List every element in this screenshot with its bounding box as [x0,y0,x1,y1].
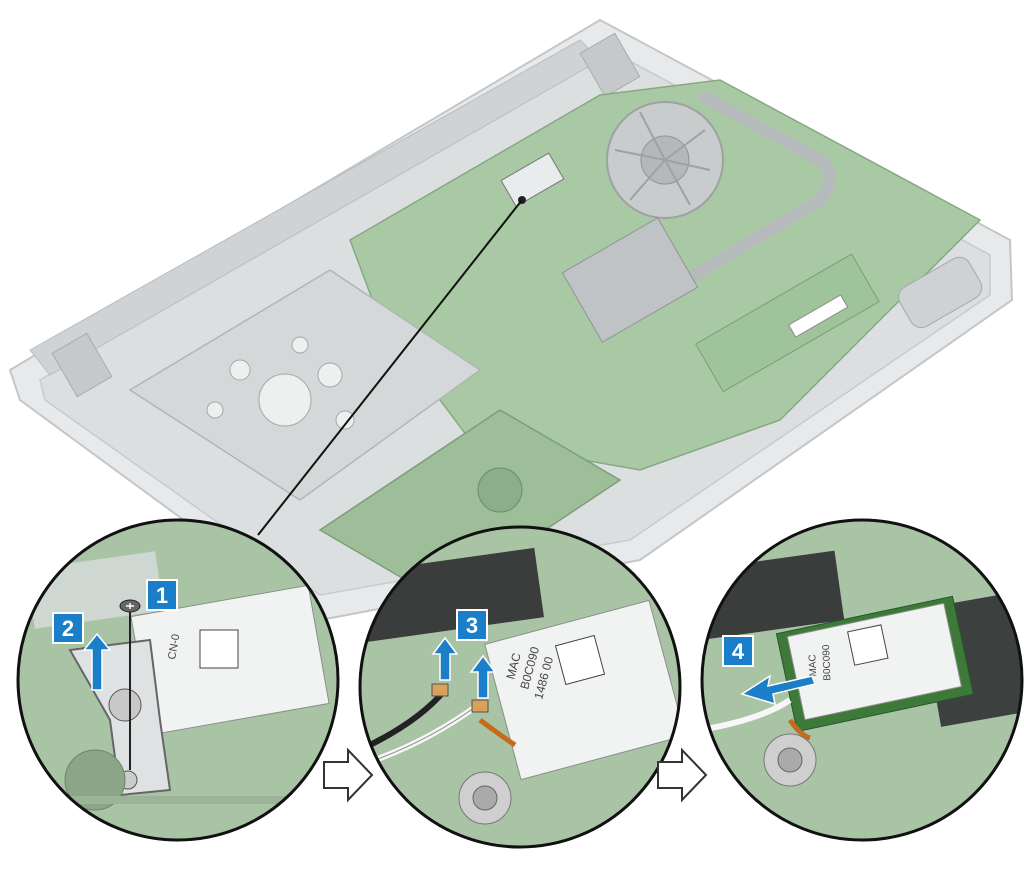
callout-number-3: 3 [466,613,478,638]
callout-number-4: 4 [732,639,745,664]
up-arrow-icon [82,632,112,691]
callout-badge-4: 4 [722,635,754,667]
callout-badge-3: 3 [456,609,488,641]
detail-circle-step-1-2: CN-0 1 2 [16,518,340,842]
wlan-card: MAC B0C090 [775,595,974,733]
slide-arrow-icon [740,674,817,706]
svg-text:CN-0: CN-0 [166,633,182,660]
memory-module [695,253,880,393]
callout-badge-1: 1 [146,579,178,611]
right-hinge [579,32,641,98]
right-arrow-icon [323,747,374,803]
wlan-slot [500,152,565,208]
svg-text:B0C090: B0C090 [821,644,833,681]
callout-badge-2: 2 [52,612,84,644]
up-arrow-icon [431,636,497,699]
callout-number-2: 2 [62,616,74,641]
hard-drive [318,409,622,601]
laptop-base [8,18,1014,622]
detail-circle-step-4: MAC B0C090 4 [700,518,1024,842]
heat-pipe [616,89,836,326]
detail-circle-step-3: MAC B0C090 1486 00 3 [358,525,682,849]
callout-leader-line [257,199,523,536]
screw-icon [119,599,141,770]
svg-text:MAC: MAC [807,654,819,677]
svg-text:MAC: MAC [503,651,524,681]
right-arrow-icon [657,747,708,803]
heatsink-plate [561,217,699,343]
right-speaker [898,256,983,329]
callout-number-1: 1 [156,583,168,608]
left-hinge [51,332,113,398]
